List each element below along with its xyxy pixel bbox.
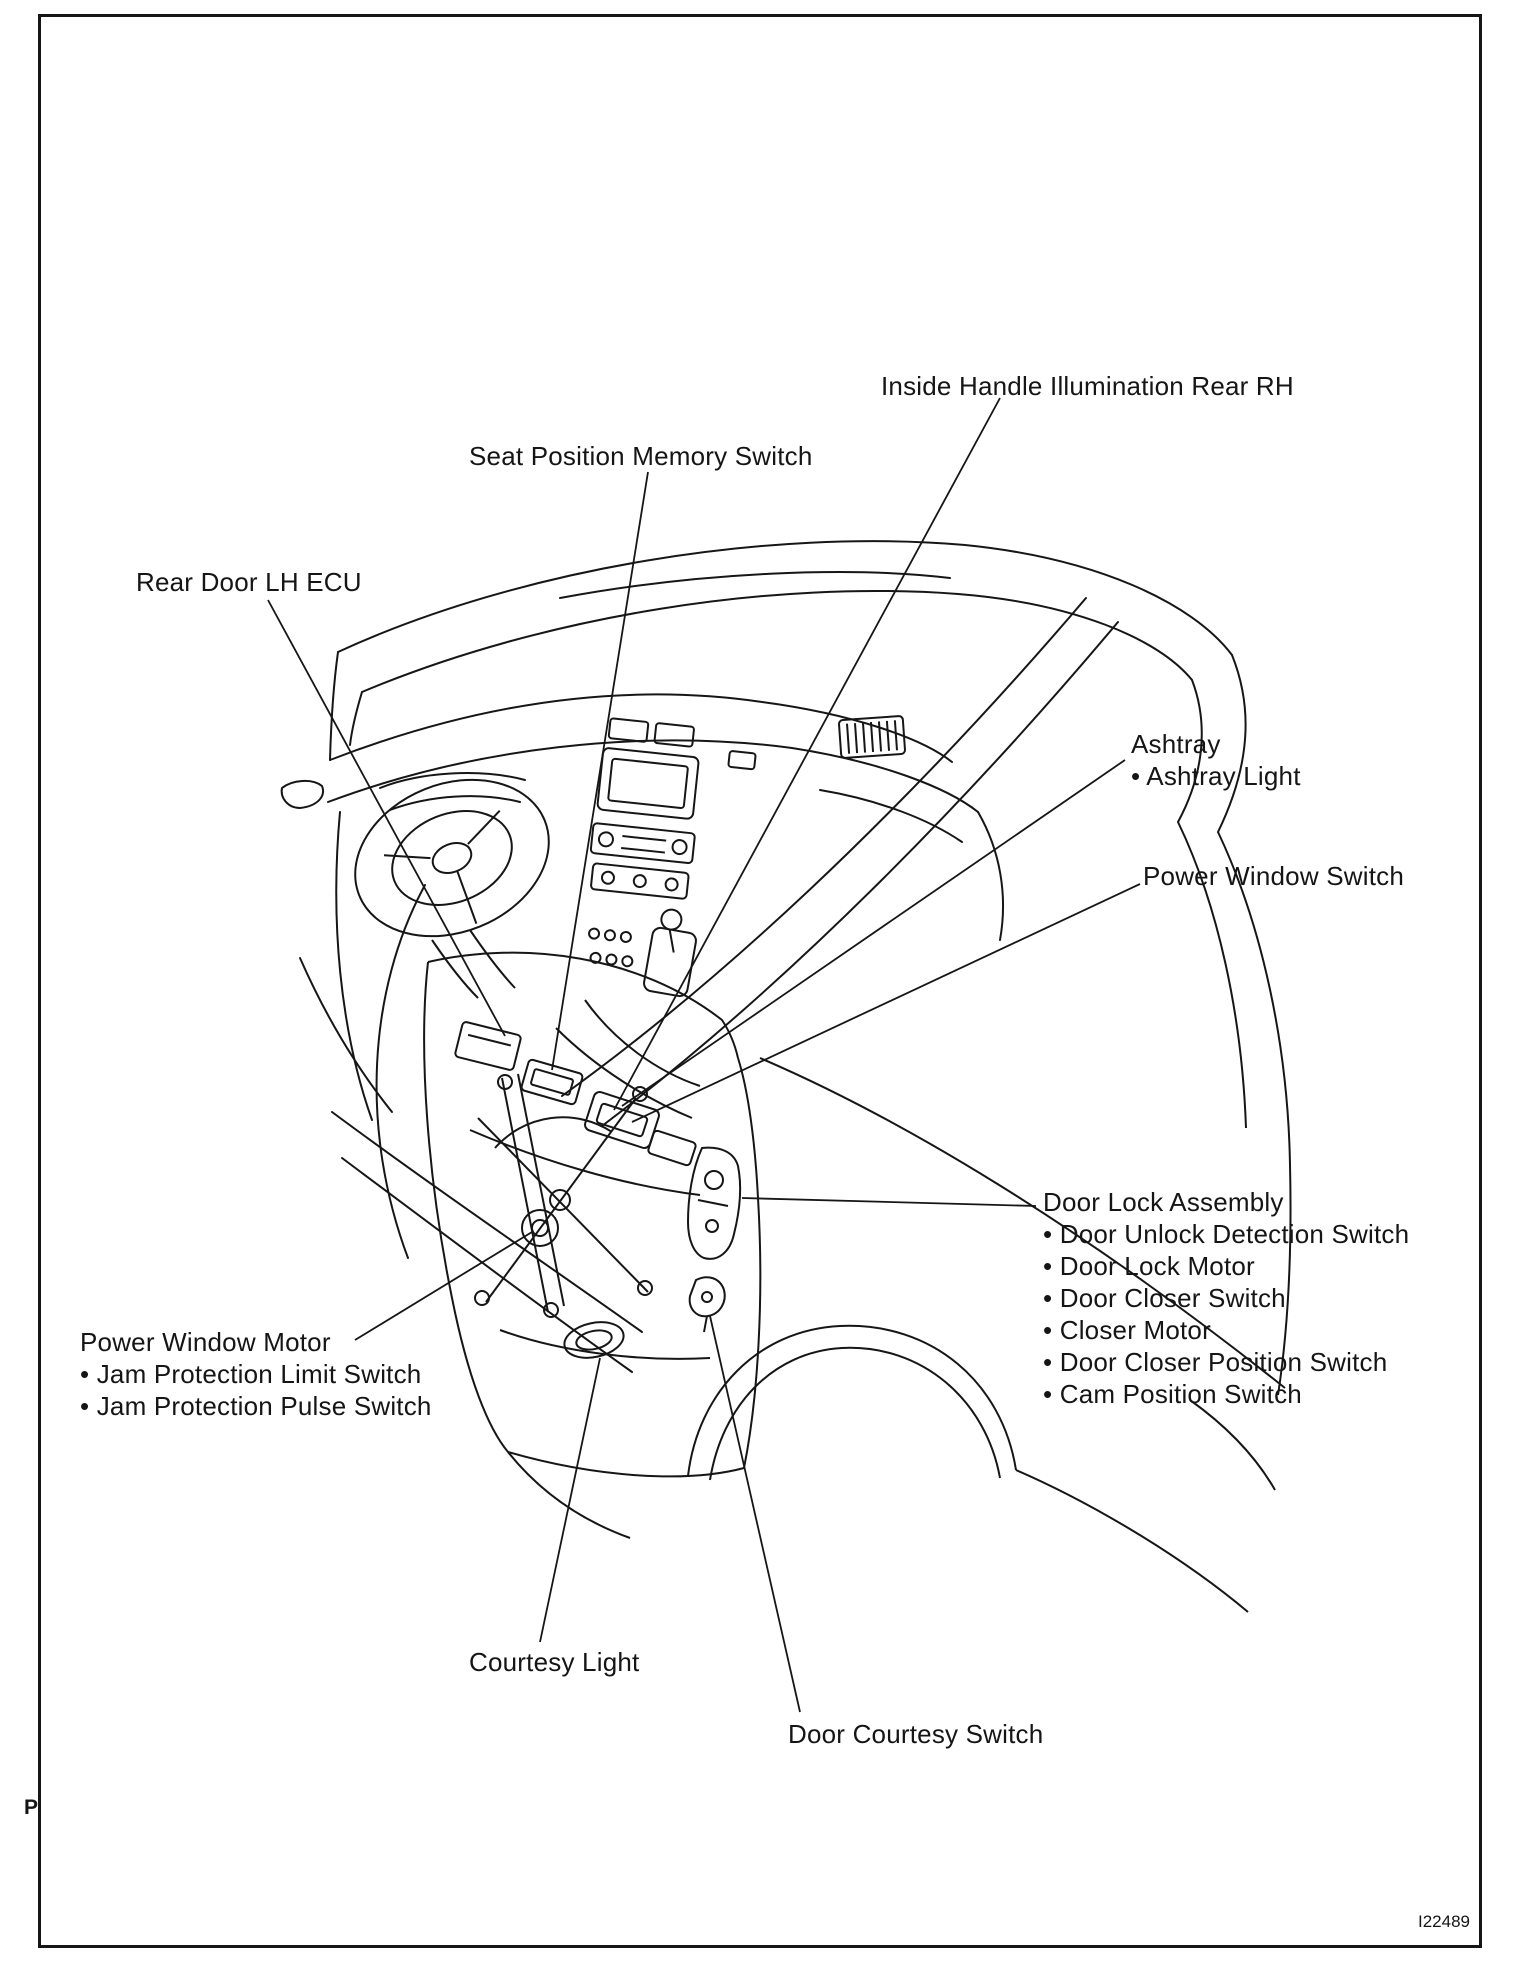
label-door-lock-assembly-bullet-1: • Door Lock Motor (1043, 1251, 1255, 1281)
ashtray-part (647, 1129, 697, 1167)
label-courtesy-light-title: Courtesy Light (469, 1647, 640, 1677)
label-ashtray: Ashtray • Ashtray Light (1131, 728, 1301, 792)
leader-lines (267, 397, 1141, 1713)
label-power-window-switch: Power Window Switch (1143, 860, 1404, 892)
label-door-lock-assembly-bullet-0: • Door Unlock Detection Switch (1043, 1219, 1410, 1249)
window-regulator (474, 1073, 653, 1318)
steering-column (431, 929, 516, 999)
steering-wheel (354, 778, 550, 938)
label-ashtray-title: Ashtray (1131, 729, 1221, 759)
label-courtesy-light: Courtesy Light (469, 1646, 639, 1678)
power-window-switch-part (584, 1091, 660, 1149)
label-door-lock-assembly-bullet-5: • Cam Position Switch (1043, 1379, 1302, 1409)
label-power-window-motor-title: Power Window Motor (80, 1327, 331, 1357)
door-courtesy-switch-part (688, 1276, 726, 1333)
label-rear-door-lh-ecu: Rear Door LH ECU (136, 566, 362, 598)
label-door-lock-assembly: Door Lock Assembly • Door Unlock Detecti… (1043, 1186, 1409, 1410)
figure-code: I22489 (1418, 1912, 1470, 1931)
diagram-border (38, 14, 1482, 1948)
leader-ashtray (621, 759, 1126, 1107)
leader-seat-position-memory-switch (551, 471, 649, 1071)
label-inside-handle-illumination-rear-rh-title: Inside Handle Illumination Rear RH (881, 371, 1294, 401)
label-rear-door-lh-ecu-title: Rear Door LH ECU (136, 567, 362, 597)
leader-door-lock-assembly (741, 1197, 1037, 1207)
leader-door-courtesy-switch (709, 1315, 801, 1713)
leader-power-window-motor (354, 1231, 533, 1341)
label-power-window-motor-bullet-0: • Jam Protection Limit Switch (80, 1359, 422, 1389)
page-marker: P (24, 1796, 39, 1819)
label-door-lock-assembly-title: Door Lock Assembly (1043, 1187, 1284, 1217)
dash-side-vent (838, 715, 906, 759)
rear-door-panel (423, 951, 762, 1478)
label-seat-position-memory-switch-title: Seat Position Memory Switch (469, 441, 813, 471)
memory-switch-part (520, 1058, 584, 1106)
label-door-lock-assembly-bullet-4: • Door Closer Position Switch (1043, 1347, 1388, 1377)
console-sides (555, 999, 701, 1119)
center-stack (588, 717, 757, 968)
label-door-courtesy-switch-title: Door Courtesy Switch (788, 1719, 1044, 1749)
door-ecu-box (454, 1021, 522, 1071)
label-door-courtesy-switch: Door Courtesy Switch (788, 1718, 1043, 1750)
label-ashtray-bullet-0: • Ashtray Light (1131, 761, 1301, 791)
door-lock-assembly-part (686, 1146, 742, 1260)
gear-shifter (643, 908, 697, 998)
courtesy-light-part (563, 1321, 625, 1359)
label-power-window-motor: Power Window Motor • Jam Protection Limi… (80, 1326, 432, 1422)
car-body-drawing (280, 540, 1247, 1373)
leader-courtesy-light (539, 1357, 601, 1643)
label-door-lock-assembly-bullet-2: • Door Closer Switch (1043, 1283, 1286, 1313)
leader-rear-door-lh-ecu (267, 599, 506, 1037)
leader-inside-handle-illumination (613, 397, 1001, 1111)
label-power-window-motor-bullet-1: • Jam Protection Pulse Switch (80, 1391, 432, 1421)
label-seat-position-memory-switch: Seat Position Memory Switch (469, 440, 813, 472)
leader-power-window-switch (631, 883, 1141, 1123)
label-door-lock-assembly-bullet-3: • Closer Motor (1043, 1315, 1211, 1345)
label-inside-handle-illumination-rear-rh: Inside Handle Illumination Rear RH (881, 370, 1294, 402)
label-power-window-switch-title: Power Window Switch (1143, 861, 1404, 891)
